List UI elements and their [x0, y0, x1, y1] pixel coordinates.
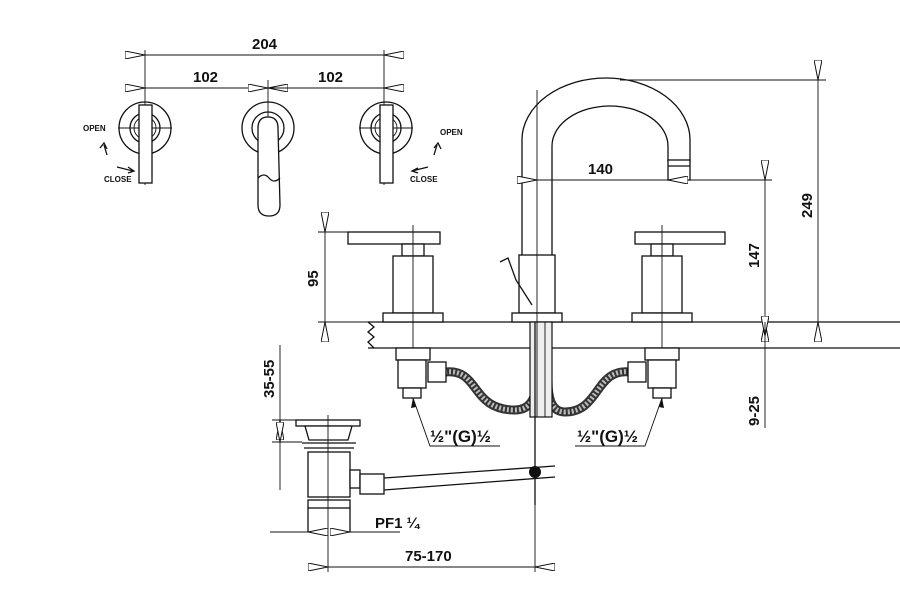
- dimension-label: PF1 ¼: [375, 515, 421, 532]
- dimension-147: 147: [746, 180, 765, 322]
- dimension-102-left: 102: [145, 69, 268, 88]
- dimension-label: 249: [799, 193, 816, 218]
- side-view: 140 249 147 95 9-25 35-55 ½"(G)½: [261, 78, 900, 572]
- dimension-label: 102: [318, 69, 343, 86]
- open-label: OPEN: [440, 128, 463, 137]
- dimension-75-170: 75-170: [328, 505, 535, 572]
- left-valve: [347, 225, 444, 405]
- close-label: CLOSE: [104, 175, 132, 184]
- dimension-label: 95: [305, 270, 322, 287]
- dimension-label: 9-25: [746, 396, 763, 426]
- dimension-9-25: 9-25: [746, 322, 765, 428]
- dimension-35-55: 35-55: [261, 345, 280, 490]
- left-handle-top: OPEN CLOSE: [83, 101, 172, 184]
- dimension-95: 95: [305, 232, 325, 322]
- connection-label: ½"(G)½: [430, 427, 491, 446]
- rotate-arrow-icon: [99, 141, 136, 174]
- rotate-arrow-icon: [410, 141, 442, 174]
- dimension-label: 35-55: [261, 360, 278, 398]
- open-label: OPEN: [83, 124, 106, 133]
- dimension-140: 140: [537, 161, 668, 180]
- spout: [499, 77, 691, 330]
- supply-hoses: [427, 321, 647, 418]
- dimension-204: 204: [145, 36, 384, 55]
- dimension-label: 147: [746, 243, 763, 268]
- basin-deck: [366, 321, 900, 349]
- dimension-label: 204: [252, 36, 278, 53]
- right-handle-top: OPEN CLOSE: [359, 101, 463, 184]
- center-spout-top: [241, 101, 295, 217]
- left-connection-callout: ½"(G)½: [411, 397, 500, 447]
- dimension-102-right: 102: [268, 69, 384, 88]
- dimension-label: 102: [193, 69, 218, 86]
- dimension-pf1: PF1 ¼: [270, 515, 421, 532]
- top-view: 204 102 102 OPEN CLOSE: [83, 36, 463, 217]
- close-label: CLOSE: [410, 175, 438, 184]
- dimension-label: 140: [588, 161, 613, 178]
- connection-label: ½"(G)½: [577, 427, 638, 446]
- right-connection-callout: ½"(G)½: [575, 397, 664, 447]
- right-valve: [631, 225, 726, 405]
- pop-up-drain: [295, 415, 556, 572]
- dimension-label: 75-170: [405, 548, 452, 565]
- rod-joint: [529, 466, 541, 478]
- dimension-249: 249: [799, 80, 818, 322]
